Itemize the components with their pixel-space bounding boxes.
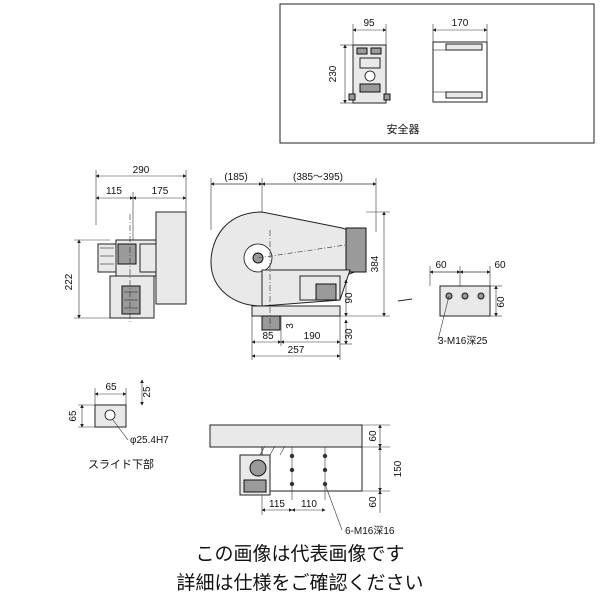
safety-device-panel: 95 230 170 安全器: [279, 3, 595, 144]
safety-device-title: 安全器: [387, 122, 420, 136]
dim-222: 222: [64, 273, 75, 290]
dim-115: 115: [106, 186, 122, 197]
dim-290: 290: [133, 165, 150, 176]
bottom-dim-60b: 60: [368, 496, 379, 508]
safety-box-frame: [279, 3, 595, 144]
bottom-dim-150: 150: [393, 460, 404, 477]
dim-257: 257: [288, 345, 305, 356]
dim-90: 90: [344, 292, 355, 304]
dim-170: 170: [452, 18, 469, 29]
bottom-dim-115: 115: [269, 499, 285, 510]
slide-bottom-detail: 65 25 65 φ25.4H7 スライド下部: [68, 379, 169, 471]
slide-dim-25: 25: [142, 386, 153, 398]
bottom-view: 60 150 60 115 110 6-M16深16: [209, 424, 404, 537]
footer-line-1: この画像は代表画像です: [195, 543, 404, 565]
front-view: 290 115 175 222: [64, 165, 187, 322]
bolster-thread-note: 3-M16深25: [438, 335, 488, 347]
slide-bottom-title: スライド下部: [88, 457, 154, 471]
safety-unit-front: 95 230: [328, 18, 391, 104]
bolster-dim-60b: 60: [494, 260, 506, 271]
bolster-view: 60 60 60 3-M16深25: [397, 260, 507, 347]
dim-230: 230: [328, 65, 339, 82]
dim-175: 175: [152, 186, 169, 197]
dim-30: 30: [344, 328, 355, 340]
footer-line-2: 詳細は仕様をご確認ください: [176, 572, 423, 594]
bolster-dim-60c: 60: [496, 296, 507, 308]
slide-hole-note: φ25.4H7: [130, 435, 169, 446]
slide-dim-65w: 65: [105, 382, 117, 393]
dim-190: 190: [304, 331, 321, 342]
dim-85: 85: [262, 331, 274, 342]
bottom-thread-note: 6-M16深16: [345, 525, 395, 537]
bottom-dim-60a: 60: [368, 430, 379, 442]
slide-dim-65h: 65: [68, 410, 79, 422]
bottom-dim-110: 110: [301, 499, 317, 510]
dim-95: 95: [363, 18, 375, 29]
bolster-dim-60a: 60: [435, 260, 447, 271]
footer-notice: この画像は代表画像です 詳細は仕様をご確認ください: [176, 543, 423, 594]
dim-385-395: (385～395): [293, 172, 343, 183]
safety-unit-side: 170: [432, 18, 488, 103]
dim-3: 3: [285, 323, 296, 329]
dim-384: 384: [370, 255, 381, 272]
side-view: (185) (385～395) 384 90 30 3: [210, 172, 390, 360]
dim-185: (185): [224, 172, 247, 183]
